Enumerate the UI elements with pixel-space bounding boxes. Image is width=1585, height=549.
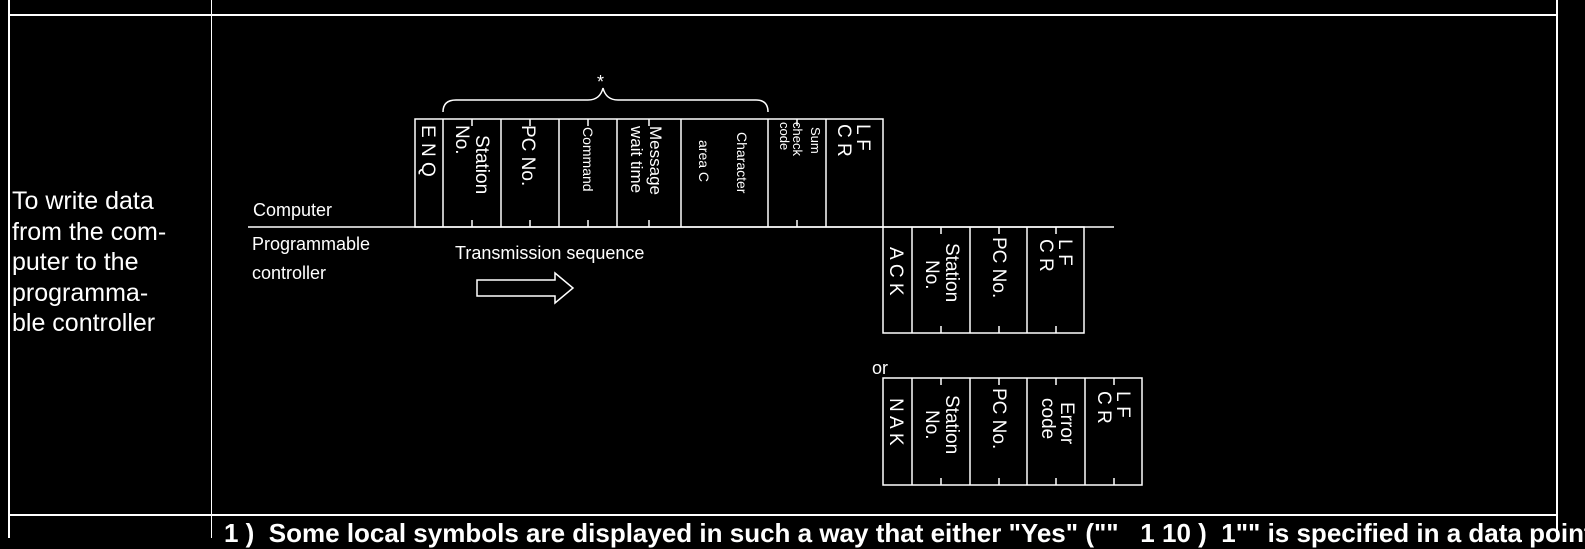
pc-no-label: PC No. (517, 125, 538, 186)
table-left-border (8, 0, 10, 538)
transmission-label: Transmission sequence (455, 243, 644, 263)
computer-frame (414, 118, 884, 228)
nak-station-label-2: No. (921, 410, 942, 440)
character-area-label-1: Character (734, 132, 750, 194)
station-no-label-1: Station (471, 135, 492, 194)
ack-lf-label: L F (1054, 239, 1075, 266)
computer-label: Computer (253, 200, 332, 220)
enq-label: E N Q (417, 125, 438, 177)
ack-cr-label: C R (1035, 239, 1056, 272)
nak-lf-label: L F (1112, 391, 1133, 418)
nak-cr-label: C R (1093, 391, 1114, 424)
message-wait-label-2: wait time (627, 125, 646, 193)
computer-frame-labels: E N Q Station No. PC No. Command Message… (417, 122, 873, 195)
cr-label: C R (833, 124, 854, 157)
character-area-label-2: area C (696, 140, 712, 182)
nak-pc-no-label: PC No. (988, 388, 1009, 449)
ack-pc-no-label: PC No. (988, 237, 1009, 298)
ack-frame (882, 226, 1085, 334)
transmission-diagram: * Computer Programmable controller Trans… (248, 72, 1143, 486)
message-wait-label-1: Message (646, 126, 665, 195)
station-no-label-2: No. (451, 125, 472, 155)
nak-label: N A K (885, 398, 906, 446)
sum-check-label-2: check (790, 122, 805, 156)
ack-frame-labels: A C K Station No. PC No. L F C R (885, 237, 1075, 302)
nak-frame (882, 377, 1143, 486)
asterisk: * (597, 72, 604, 92)
programmable-label: Programmable (252, 234, 370, 254)
table-row-top-border (8, 14, 1558, 16)
command-label: Command (580, 127, 596, 192)
ack-station-label-1: Station (941, 243, 962, 302)
table-row-bottom-border (8, 514, 1558, 516)
row-label: To write data from the com- puter to the… (12, 187, 167, 337)
nak-frame-labels: N A K Station No. PC No. Error code L F … (885, 388, 1133, 454)
arrow-icon (476, 271, 575, 305)
ack-label: A C K (885, 247, 906, 296)
lf-label: L F (852, 124, 873, 151)
brace (442, 87, 769, 113)
table-column-divider (211, 0, 212, 538)
sum-check-label-3: code (777, 122, 792, 150)
controller-label: controller (252, 263, 326, 283)
sum-check-label-1: Sum (808, 127, 823, 154)
error-code-label-2: code (1037, 398, 1058, 439)
nak-station-label-1: Station (941, 395, 962, 454)
error-code-label-1: Error (1056, 402, 1077, 445)
table-right-border (1556, 0, 1558, 538)
or-label: or (872, 358, 888, 378)
ack-station-label-2: No. (921, 260, 942, 290)
